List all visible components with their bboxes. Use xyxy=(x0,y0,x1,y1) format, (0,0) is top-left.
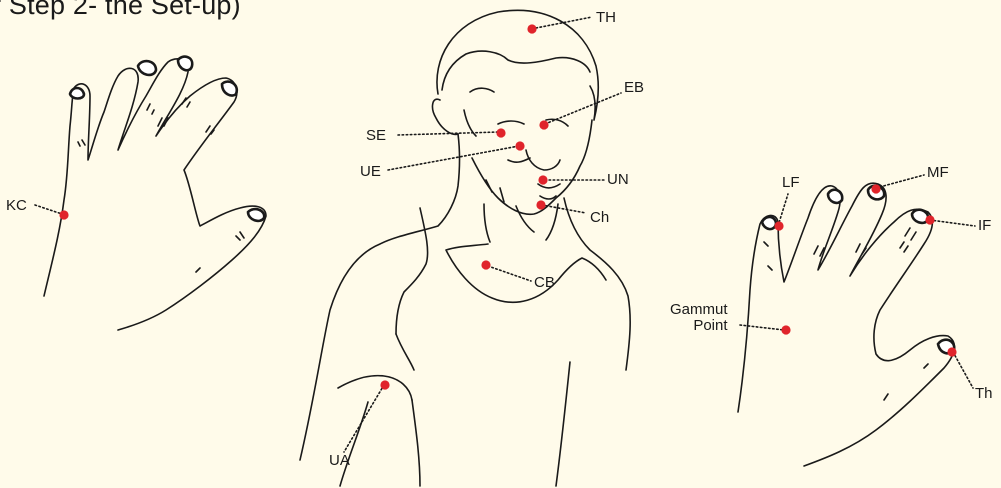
label-middle-finger: MF xyxy=(927,165,949,180)
label-thumb: Th xyxy=(975,386,993,401)
leader-lines xyxy=(35,17,975,452)
label-little-finger: LF xyxy=(782,175,800,190)
label-top-of-head: TH xyxy=(596,10,616,25)
right-hand-drawing xyxy=(738,183,954,466)
label-under-arm: UA xyxy=(329,453,350,468)
label-gammut-point: Gammut Point xyxy=(670,302,728,334)
label-collarbone: CB xyxy=(534,275,555,290)
label-gammut-line2: Point xyxy=(670,318,728,334)
label-under-eye: UE xyxy=(360,164,381,179)
label-kc: KC xyxy=(6,198,27,213)
label-side-of-eye: SE xyxy=(366,128,386,143)
torso-drawing xyxy=(300,10,630,486)
label-eyebrow: EB xyxy=(624,80,644,95)
page-title: r Step 2- the Set-up) xyxy=(0,0,241,21)
label-under-nose: UN xyxy=(607,172,629,187)
label-gammut-line1: Gammut xyxy=(670,302,728,318)
label-index-finger: IF xyxy=(978,218,991,233)
left-hand-drawing xyxy=(44,57,266,330)
label-chin: Ch xyxy=(590,210,609,225)
